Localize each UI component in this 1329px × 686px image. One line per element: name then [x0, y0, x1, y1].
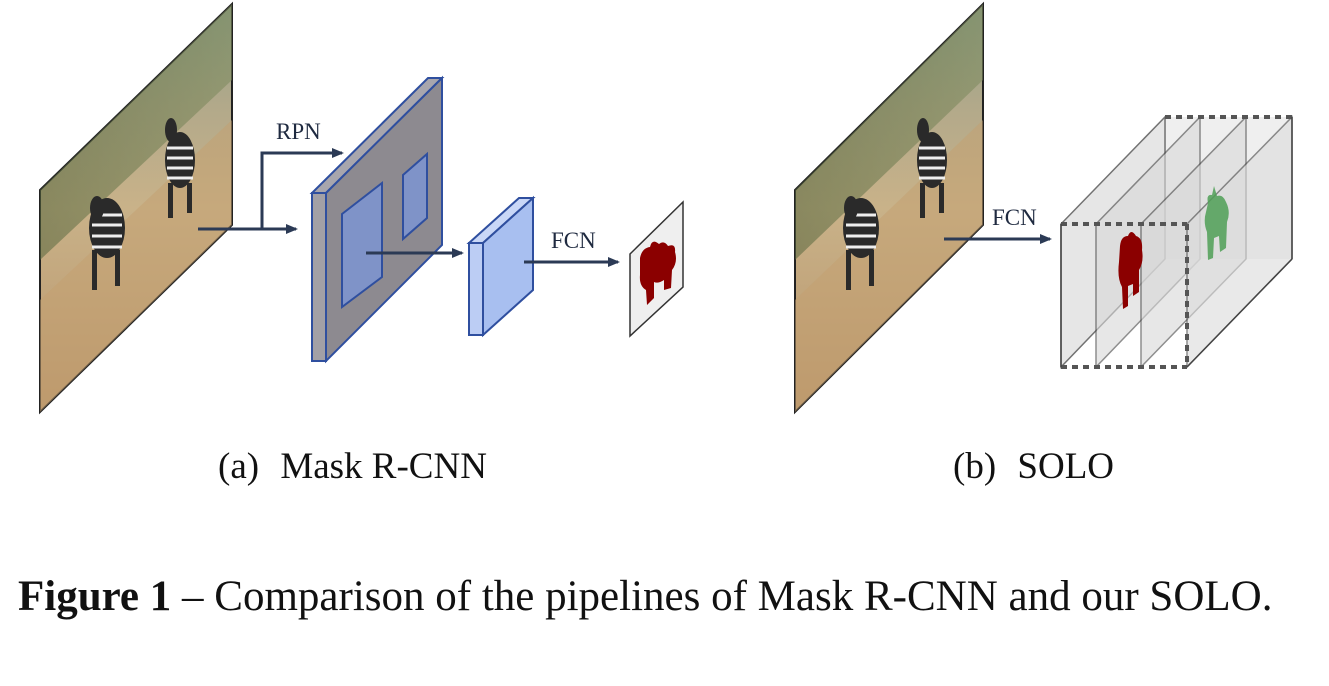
zebra-icon: [917, 118, 947, 218]
animal-mask-icon: [1204, 186, 1229, 260]
subcaption-a-label: (a): [218, 446, 260, 487]
rpn-label: RPN: [276, 119, 321, 144]
pipeline-diagram: RPN FCN: [39, 1, 1293, 415]
figure-caption-text: – Comparison of the pipelines of Mask R-…: [171, 573, 1273, 620]
subcaption-b-label: (b): [953, 446, 997, 487]
input-image-a: [39, 1, 233, 415]
mask-output-a: [629, 200, 684, 338]
zebra-icon: [165, 118, 195, 218]
figure-caption: Figure 1 – Comparison of the pipelines o…: [18, 567, 1314, 627]
fcn-label-b: FCN: [992, 205, 1037, 230]
subcaption-a-title: Mask R-CNN: [280, 446, 487, 487]
zebra-icon: [89, 196, 125, 290]
input-image-b: [794, 1, 984, 415]
roi-box: [402, 151, 428, 242]
rpn-arrow: [260, 148, 344, 229]
mask-grid: [1060, 115, 1293, 369]
zebra-icon: [843, 196, 879, 290]
fcn-label-a: FCN: [551, 228, 596, 253]
animal-mask-icon: [639, 241, 676, 305]
subcaption-b-title: SOLO: [1017, 446, 1115, 487]
roi-head-block: [466, 195, 536, 338]
panel-b: FCN: [794, 1, 1293, 415]
roi-box: [341, 180, 383, 309]
subcaption-a: (a) Mask R-CNN: [218, 443, 487, 491]
panel-a: RPN FCN: [39, 1, 684, 415]
feature-map-block: [309, 75, 445, 364]
animal-mask-icon: [1118, 232, 1143, 309]
figure-caption-label: Figure 1: [18, 573, 172, 620]
subcaption-b: (b) SOLO: [953, 443, 1114, 491]
